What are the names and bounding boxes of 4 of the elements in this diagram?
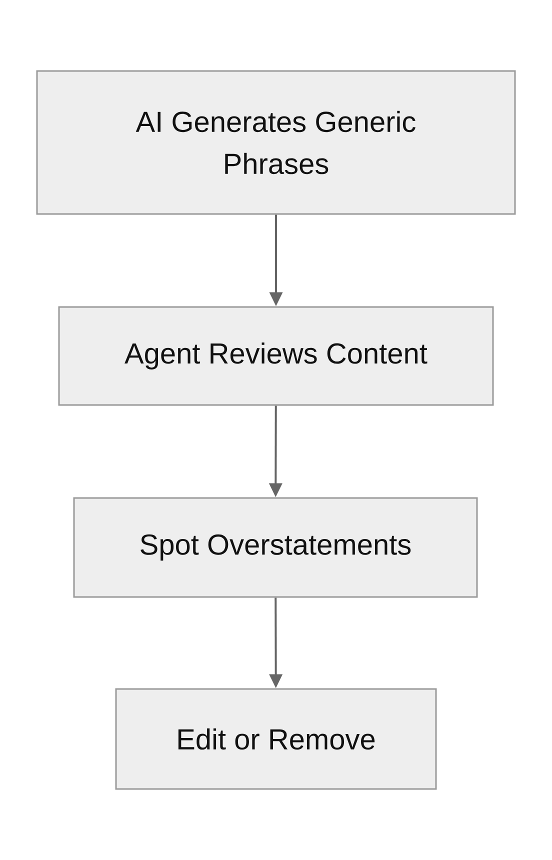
process-box: Edit or Remove [115,688,437,790]
process-box: AI Generates Generic Phrases [36,70,516,215]
process-box: Spot Overstatements [73,497,478,598]
process-box: Agent Reviews Content [58,306,494,406]
